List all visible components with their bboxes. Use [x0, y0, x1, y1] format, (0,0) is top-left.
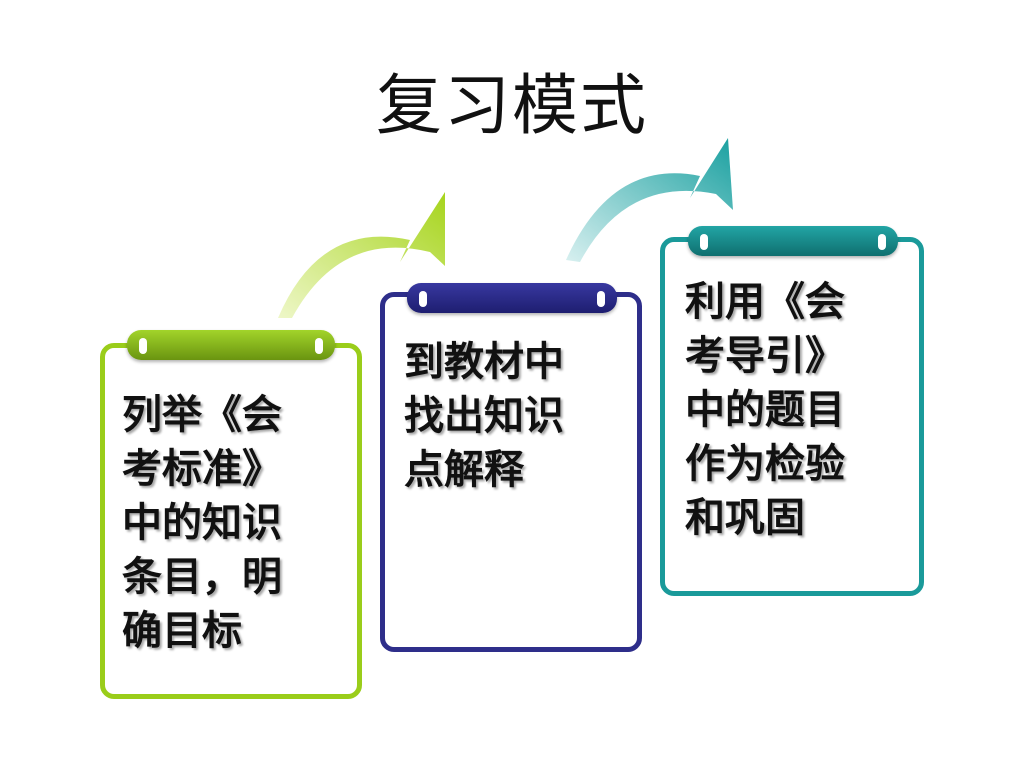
- arrow-step-2-to-3: [566, 138, 733, 262]
- arrow-step-1-to-2: [278, 192, 445, 318]
- page-title: 复习模式: [376, 67, 648, 144]
- step-card-2-scroll-bar: [407, 283, 617, 313]
- scroll-peg-right: [597, 291, 605, 307]
- step-card-2-text: 到教材中 找出知识 点解释: [404, 339, 564, 493]
- scroll-peg-right: [878, 234, 886, 250]
- scroll-peg-left: [700, 234, 708, 250]
- step-card-1-scroll-bar: [127, 330, 335, 360]
- step-card-3-text: 利用《会 考导引》 中的题目 作为检验 和巩固: [685, 279, 845, 541]
- step-card-1-text: 列举《会 考标准》 中的知识 条目，明 确目标: [122, 392, 282, 654]
- step-card-3-scroll-bar: [688, 226, 898, 256]
- scroll-peg-left: [419, 291, 427, 307]
- step-card-3: [660, 237, 924, 596]
- scroll-peg-right: [315, 338, 323, 354]
- step-card-1: [100, 343, 362, 699]
- scroll-peg-left: [139, 338, 147, 354]
